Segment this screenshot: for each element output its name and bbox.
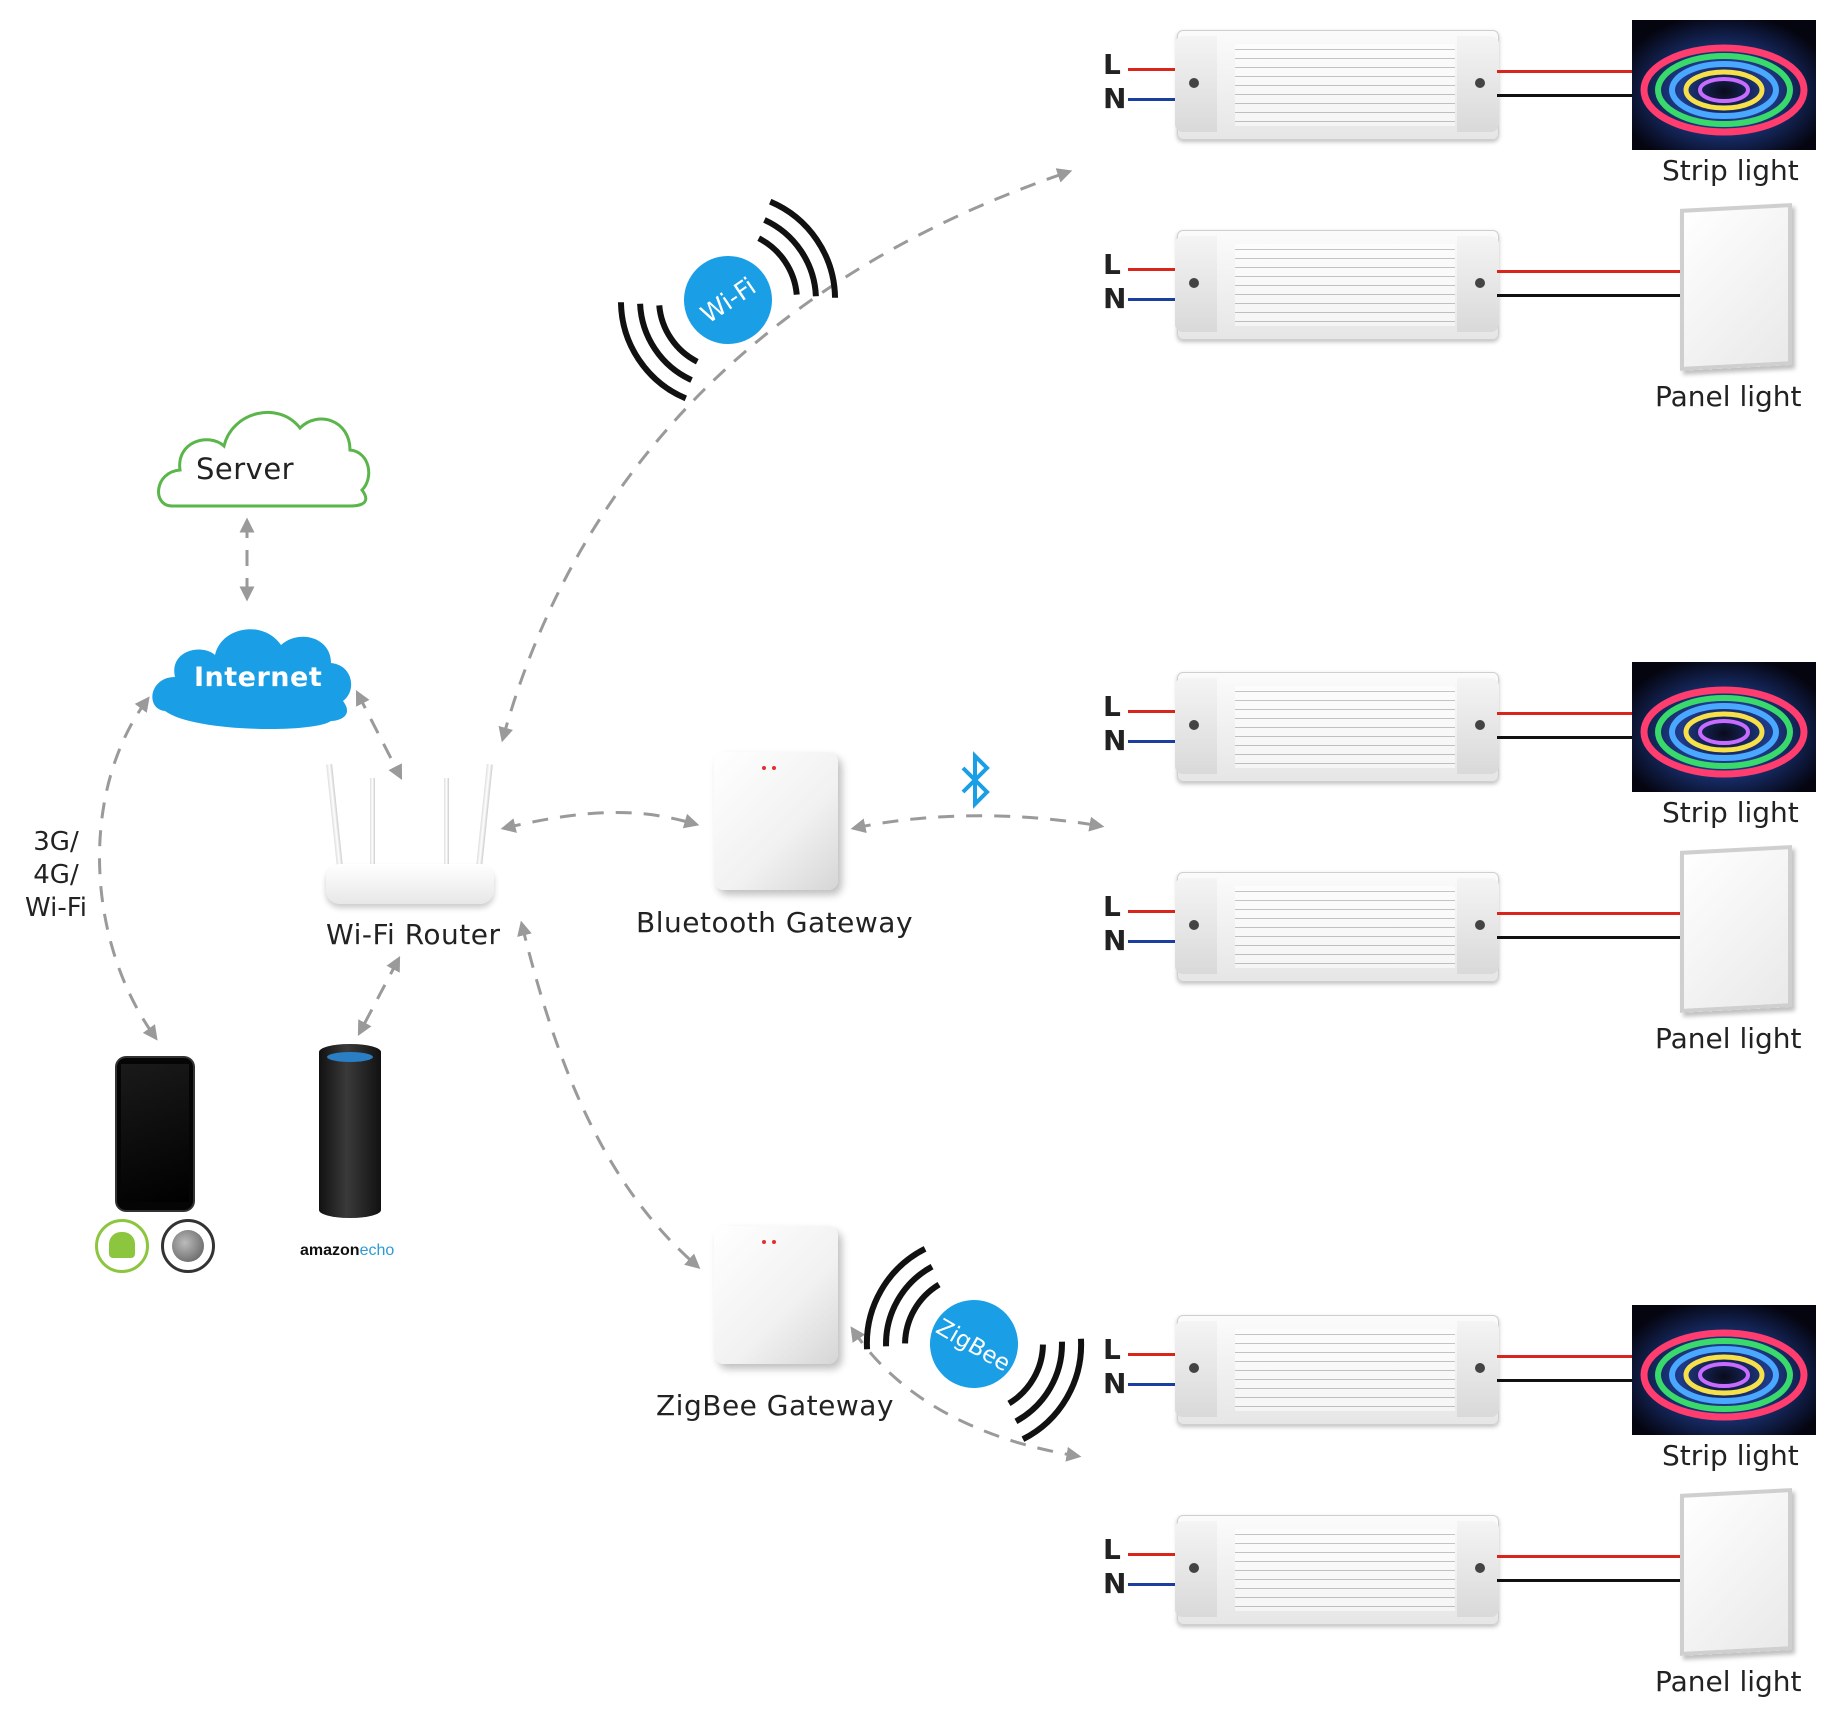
strip-light-icon [1632, 1305, 1816, 1435]
zigbee-gateway-icon [714, 1226, 838, 1364]
arrow-router-bluetooth-gateway [500, 811, 700, 833]
arrow-router-zigbee-gateway [517, 920, 701, 1269]
neutral-input-wire [1128, 940, 1180, 943]
strip-light-label: Strip light [1662, 1439, 1799, 1472]
bluetooth-gateway-label: Bluetooth Gateway [636, 906, 914, 939]
network-4g: 4G/ [33, 860, 79, 890]
wifi-signal-icon: Wi-Fi [617, 198, 839, 402]
output-wire-red [1497, 270, 1681, 273]
wifi-router-label: Wi-Fi Router [326, 918, 501, 951]
live-input-wire [1128, 710, 1180, 713]
live-terminal-label: L [1103, 48, 1121, 81]
arrow-bluetooth-gateway-drivers [850, 814, 1105, 834]
live-input-wire [1128, 910, 1180, 913]
apple-icon [161, 1219, 215, 1273]
neutral-terminal-label: N [1103, 924, 1127, 957]
led-driver-icon [1175, 30, 1499, 140]
arrow-router-wifi-drivers [498, 168, 1073, 743]
neutral-input-wire [1128, 1383, 1180, 1386]
neutral-input-wire [1128, 740, 1180, 743]
output-wire-red [1497, 70, 1633, 73]
live-input-wire [1128, 268, 1180, 271]
led-driver-icon [1175, 872, 1499, 982]
strip-light-icon [1632, 20, 1816, 150]
strip-light-label: Strip light [1662, 796, 1799, 829]
panel-light-label: Panel light [1655, 380, 1802, 413]
android-icon [95, 1219, 149, 1273]
live-terminal-label: L [1103, 1333, 1121, 1366]
arrow-zigbee-gateway-drivers [850, 1326, 1082, 1462]
output-wire-black [1497, 94, 1633, 97]
neutral-input-wire [1128, 98, 1180, 101]
zigbee-gateway-label: ZigBee Gateway [656, 1389, 894, 1422]
smart-speaker-icon [319, 1044, 381, 1218]
live-input-wire [1128, 68, 1180, 71]
panel-light-icon [1680, 203, 1792, 371]
panel-light-icon [1680, 1488, 1792, 1656]
amazon-brand: amazon [300, 1242, 360, 1259]
router-icon [326, 760, 494, 910]
panel-light-icon [1680, 845, 1792, 1013]
live-terminal-label: L [1103, 1533, 1121, 1566]
live-terminal-label: L [1103, 248, 1121, 281]
neutral-terminal-label: N [1103, 1567, 1127, 1600]
strip-light-icon [1632, 662, 1816, 792]
output-wire-black [1497, 1379, 1633, 1382]
neutral-input-wire [1128, 1583, 1180, 1586]
strip-light-label: Strip light [1662, 154, 1799, 187]
internet-label: Internet [194, 662, 323, 693]
output-wire-black [1497, 1579, 1681, 1582]
smartphone-icon [117, 1058, 193, 1210]
live-input-wire [1128, 1353, 1180, 1356]
bluetooth-icon [961, 751, 990, 809]
server-cloud-icon [157, 410, 371, 508]
led-driver-icon [1175, 672, 1499, 782]
led-driver-icon [1175, 1515, 1499, 1625]
internet-cloud-icon [152, 629, 352, 730]
zigbee-signal-icon: ZigBee [863, 1246, 1085, 1442]
neutral-input-wire [1128, 298, 1180, 301]
network-3g: 3G/ [33, 827, 79, 857]
output-wire-black [1497, 736, 1633, 739]
neutral-terminal-label: N [1103, 282, 1127, 315]
panel-light-label: Panel light [1655, 1022, 1802, 1055]
live-terminal-label: L [1103, 890, 1121, 923]
network-wifi: Wi-Fi [24, 893, 88, 923]
arrow-internet-phone [98, 696, 158, 1041]
neutral-terminal-label: N [1103, 82, 1127, 115]
neutral-terminal-label: N [1103, 1367, 1127, 1400]
output-wire-red [1497, 912, 1681, 915]
live-terminal-label: L [1103, 690, 1121, 723]
bluetooth-gateway-icon [714, 752, 838, 890]
mobile-networks-label: 3G/ 4G/ Wi-Fi [16, 826, 96, 925]
live-input-wire [1128, 1553, 1180, 1556]
output-wire-red [1497, 712, 1633, 715]
neutral-terminal-label: N [1103, 724, 1127, 757]
led-driver-icon [1175, 230, 1499, 340]
arrow-internet-router [355, 689, 403, 781]
led-driver-icon [1175, 1315, 1499, 1425]
echo-model: echo [359, 1242, 395, 1259]
amazon-echo-logo: amazonecho [300, 1242, 394, 1260]
panel-light-label: Panel light [1655, 1665, 1802, 1698]
server-label: Server [196, 452, 295, 486]
output-wire-black [1497, 936, 1681, 939]
output-wire-red [1497, 1355, 1633, 1358]
output-wire-red [1497, 1555, 1681, 1558]
arrow-router-echo [357, 956, 401, 1036]
output-wire-black [1497, 294, 1681, 297]
